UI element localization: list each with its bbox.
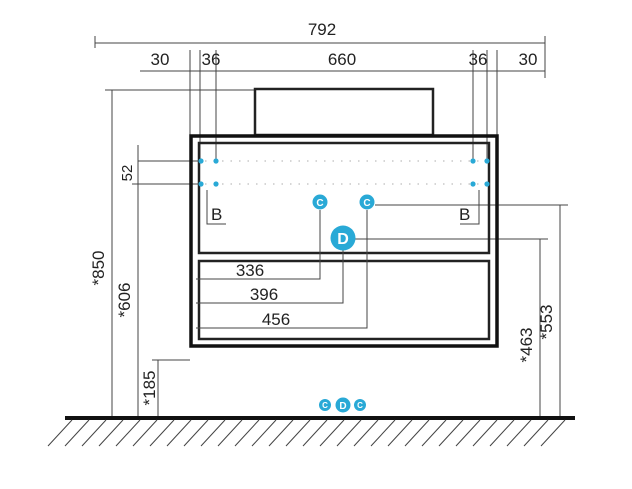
b-label-right: B (459, 205, 470, 224)
svg-text:C: C (363, 198, 370, 209)
height-185-label: *185 (140, 371, 159, 406)
hatch-line (251, 419, 277, 447)
gap-52-label: 52 (119, 165, 136, 182)
floor (47, 416, 575, 447)
b-label-left: B (211, 205, 222, 224)
hatch-line (47, 419, 73, 447)
side-left-label: 30 (151, 50, 170, 69)
lower-drawer (197, 259, 491, 341)
total-height-label: *850 (89, 251, 108, 286)
hatch-line (64, 419, 90, 447)
cabinet (189, 87, 499, 348)
b-markers: B B (206, 190, 480, 225)
mount-point (198, 181, 204, 187)
hatch-line (115, 419, 141, 447)
mount-point (484, 181, 490, 187)
upper-drawer (197, 141, 491, 255)
cabinet-outer-frame (189, 134, 499, 348)
inner-right-label: 36 (469, 50, 488, 69)
svg-text:C: C (357, 401, 363, 410)
hatch-line (353, 419, 379, 447)
svg-text:C: C (316, 198, 323, 209)
mount-point (470, 158, 476, 164)
side-right-label: 30 (519, 50, 538, 69)
hatch-line (98, 419, 124, 447)
svg-text:D: D (339, 401, 346, 412)
hatch-line (285, 419, 311, 447)
hatch-line (387, 419, 413, 447)
hatch-line (183, 419, 209, 447)
hatch-line (149, 419, 175, 447)
offset-336-label: 336 (236, 261, 264, 280)
hatch-line (455, 419, 481, 447)
top-dimensions: 792 30 36 660 36 30 (94, 20, 546, 160)
hatch-line (132, 419, 158, 447)
sink-outline (253, 87, 435, 137)
mount-point (213, 158, 219, 164)
hatch-line (506, 419, 532, 447)
overall-width-label: 792 (308, 20, 336, 39)
height-606-label: *606 (115, 283, 134, 318)
hatch-line (268, 419, 294, 447)
hatch-line (200, 419, 226, 447)
hot-water-marker (359, 194, 375, 210)
mount-point (484, 158, 490, 164)
mount-point (213, 181, 219, 187)
hatch-line (404, 419, 430, 447)
hatch-line (370, 419, 396, 447)
connection-markers: C C D C D C (312, 194, 375, 413)
floor-hot-marker (354, 399, 366, 411)
height-553-label: *553 (537, 305, 556, 340)
hatch-line (234, 419, 260, 447)
hatch-line (540, 419, 566, 447)
mounting-points (198, 158, 490, 187)
offset-396-label: 396 (250, 285, 278, 304)
floor-cold-marker (319, 399, 331, 411)
height-463-label: *463 (517, 328, 536, 363)
left-dimensions: *850 *606 52 *185 (89, 89, 255, 417)
hatch-line (302, 419, 328, 447)
inner-width-label: 660 (328, 50, 356, 69)
mount-point (470, 181, 476, 187)
inner-left-label: 36 (202, 50, 221, 69)
drain-marker (330, 225, 356, 251)
cold-water-marker (312, 194, 328, 210)
hatch-line (523, 419, 549, 447)
right-dimensions: *463 *553 (355, 204, 568, 417)
mount-point (198, 158, 204, 164)
hatch-line (421, 419, 447, 447)
hatch-line (319, 419, 345, 447)
floor-drain-marker (335, 397, 351, 413)
hatch-line (217, 419, 243, 447)
hatch-line (81, 419, 107, 447)
hatch-line (489, 419, 515, 447)
hatch-line (438, 419, 464, 447)
offset-456-label: 456 (262, 310, 290, 329)
hatch-line (336, 419, 362, 447)
svg-text:C: C (322, 401, 328, 410)
hatch-line (472, 419, 498, 447)
hatch-line (166, 419, 192, 447)
inner-offsets: 336 396 456 (196, 210, 368, 329)
floor-hatching (47, 419, 566, 447)
svg-text:D: D (337, 231, 349, 248)
